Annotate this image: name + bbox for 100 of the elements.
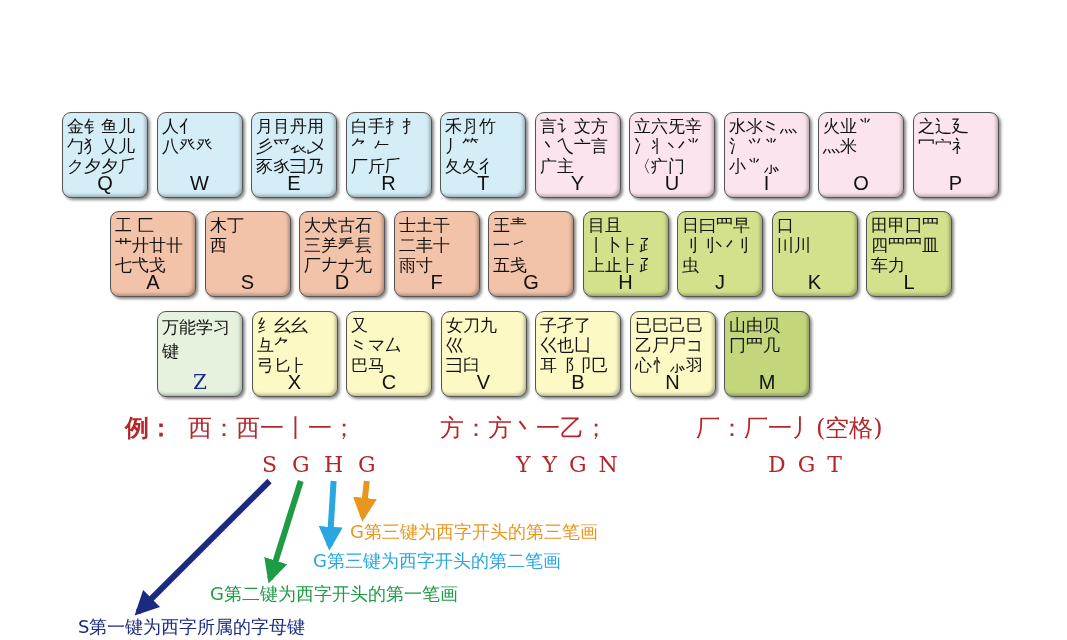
keyboard-key bbox=[157, 311, 243, 397]
radical-row-text: 又 bbox=[351, 315, 369, 335]
radical-row-text: 人亻 bbox=[161, 116, 197, 136]
radical-row-text: 彑⺈ bbox=[256, 335, 292, 355]
radical-row-text: 巜也凵 bbox=[540, 335, 592, 355]
radical-row-text: 月⺝丹用 bbox=[256, 116, 325, 136]
keyboard-key bbox=[156, 112, 243, 198]
radical-row-text: 金钅鱼儿 bbox=[67, 116, 136, 136]
keyboard-key bbox=[393, 211, 480, 297]
radical-row-text: 目且 bbox=[587, 215, 623, 235]
radical-row-text: 〈疒门 bbox=[634, 156, 686, 176]
radical-row-text: 女刀九 bbox=[445, 315, 498, 335]
keyboard-key bbox=[346, 311, 432, 397]
radical-row-text: 丨卜⺊⺪ bbox=[587, 235, 657, 255]
keyboard-key bbox=[62, 112, 148, 198]
radical-row-text: 车力 bbox=[871, 255, 905, 275]
keyboard-key bbox=[440, 311, 527, 397]
code-letter: S bbox=[262, 452, 278, 477]
keyboard-key bbox=[582, 211, 669, 297]
keyboard-key bbox=[110, 211, 196, 297]
radical-row-text: 巛 bbox=[445, 335, 464, 355]
arrow bbox=[134, 478, 272, 616]
radical-row-text: 冖宀礻 bbox=[917, 136, 970, 156]
keyboard-key bbox=[677, 211, 763, 297]
keyboard-key bbox=[299, 211, 385, 297]
radical-row-text: 巴马 bbox=[351, 355, 386, 375]
radical-row-text: 立六⺛辛 bbox=[634, 116, 703, 136]
example-text: 厂：厂一丿(空格) bbox=[696, 413, 883, 444]
radical-row-text: ⺈ 𠂉 bbox=[350, 136, 391, 156]
radical-row-text: 白手⺘扌 bbox=[350, 116, 420, 136]
radical-row-text: 〣川 bbox=[776, 235, 812, 255]
keyboard-key bbox=[771, 211, 858, 297]
key-letter: K bbox=[806, 271, 823, 294]
annotation-text: G第三键为西字开头的第二笔画 bbox=[313, 549, 561, 573]
radical-row-text: 田甲囗⺲ bbox=[871, 215, 940, 235]
radical-row-text: 乙尸尸コ bbox=[634, 335, 704, 355]
code-letters: YYGN bbox=[516, 452, 630, 477]
keyboard-key bbox=[724, 311, 810, 397]
key-letter: S bbox=[239, 271, 256, 294]
radical-row-text: 火业⺌ bbox=[823, 116, 875, 136]
keyboard-key bbox=[345, 112, 432, 198]
radical-row-text: 纟幺幺 bbox=[256, 315, 309, 335]
keyboard-key bbox=[251, 311, 338, 397]
annotation-text: G第三键为西字开头的第三笔画 bbox=[350, 520, 598, 544]
radical-row-text: 大犬古石 bbox=[304, 215, 373, 235]
key-letter: L bbox=[903, 271, 916, 294]
radical-row-text: 丿⺮ bbox=[445, 136, 480, 156]
key-letter: Z bbox=[192, 370, 208, 394]
radical-row-text: 水氺⺀⺣ bbox=[728, 116, 798, 136]
keyboard-key bbox=[629, 311, 716, 397]
keyboard-key bbox=[535, 311, 621, 397]
keyboard-key bbox=[204, 211, 291, 297]
radical-row-text: ⺀マ厶 bbox=[351, 335, 403, 355]
keyboard-key bbox=[723, 112, 810, 198]
example-text: 例： bbox=[125, 412, 173, 444]
annotation-text: G第二键为西字开头的第一笔画 bbox=[210, 582, 458, 606]
radical-row-text: 禾⺼竹 bbox=[445, 116, 497, 136]
radical-row-text: 西 bbox=[209, 235, 228, 255]
radical-row-text: 上止⺊⺪ bbox=[587, 255, 657, 275]
arrow bbox=[318, 480, 343, 551]
radical-row-text: 冫丬丷⺌ bbox=[634, 136, 703, 156]
radical-row-text: 艹廾廿卄 bbox=[115, 235, 184, 255]
radical-row-text: 彡爫𧘇乄 bbox=[256, 136, 325, 156]
code-letter: G bbox=[358, 452, 376, 477]
key-letter: W bbox=[189, 172, 210, 195]
radical-row-text: 耳⻏卩㔾 bbox=[540, 355, 609, 375]
key-letter: P bbox=[947, 172, 964, 195]
radical-row-text: 二丰十 bbox=[398, 235, 451, 255]
radical-row-text: 厂𠂇ナ尢 bbox=[304, 255, 373, 275]
radical-row-text: 刂⺉丷刂 bbox=[682, 235, 751, 255]
radical-row-text: 三⺶龵镸 bbox=[304, 235, 373, 255]
radical-row-text: 心忄⺗羽 bbox=[634, 355, 704, 375]
example-text: 西：西一丨一； bbox=[188, 413, 356, 444]
radical-row-text: 五戋 bbox=[493, 255, 528, 275]
radical-row-text: 七弋戈 bbox=[115, 255, 167, 275]
radical-row-text: 工 匚 bbox=[115, 215, 156, 235]
keyboard-key bbox=[534, 112, 621, 198]
radical-row-text: 灬米 bbox=[823, 136, 858, 156]
code-letters: DGT bbox=[768, 452, 854, 477]
radical-row-text: 勹犭乂儿 bbox=[67, 136, 136, 156]
radical-row-text: 八癶癶 bbox=[161, 136, 214, 156]
radical-row-text: 夂夂彳 bbox=[445, 156, 497, 176]
keyboard-key bbox=[251, 112, 337, 198]
key-letter: M bbox=[757, 371, 777, 394]
radical-row-text: 一㇀ bbox=[493, 235, 528, 255]
radical-row-text: 虫 bbox=[682, 255, 700, 275]
code-letter: H bbox=[324, 452, 344, 477]
keyboard-key bbox=[866, 211, 952, 297]
arrow bbox=[353, 480, 377, 522]
keyboard-key bbox=[818, 112, 904, 198]
radical-row-text: 丶乀亠言 bbox=[539, 136, 609, 156]
radical-row-text: 弓匕⺊ bbox=[256, 355, 309, 375]
radical-row-text: 子孑了 bbox=[540, 315, 592, 335]
keyboard-key bbox=[488, 211, 574, 297]
keyboard-key bbox=[440, 112, 526, 198]
radical-row-text: 口 bbox=[776, 215, 795, 235]
radical-row-text: ク夕夕⺁ bbox=[67, 156, 136, 176]
radical-row-text: 之辶廴 bbox=[917, 116, 970, 136]
radical-row-text: 言讠文方 bbox=[539, 116, 609, 136]
radical-row-text: 士土干 bbox=[398, 215, 451, 235]
